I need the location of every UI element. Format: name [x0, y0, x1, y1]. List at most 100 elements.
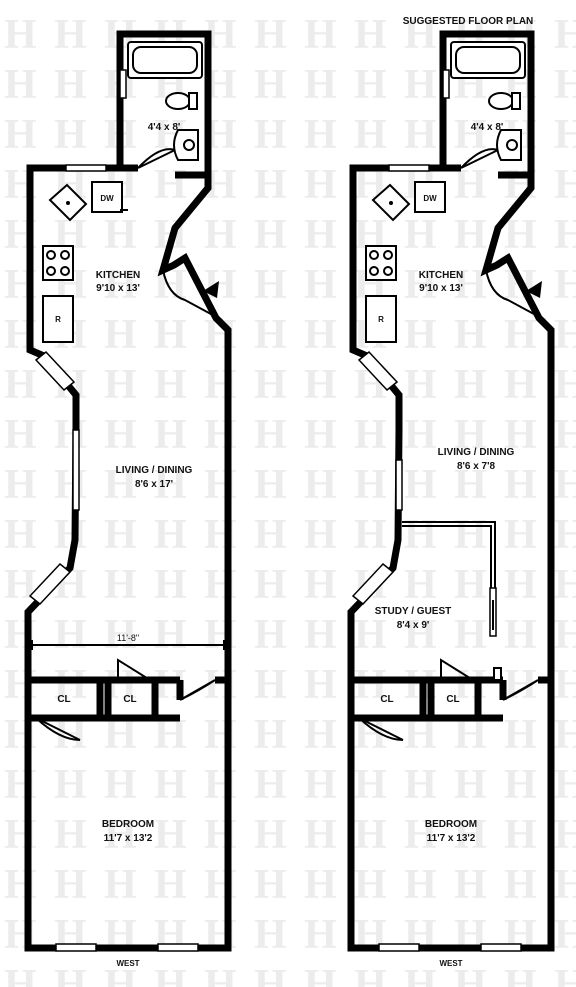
- watermark-glyph: H: [104, 812, 137, 858]
- watermark-glyph: H: [204, 412, 237, 458]
- watermark-glyph: H: [154, 962, 187, 987]
- toilet-tank-icon: [511, 92, 521, 110]
- watermark-glyph: H: [454, 262, 487, 308]
- watermark-glyph: H: [4, 762, 37, 808]
- watermark-glyph: H: [54, 962, 87, 987]
- refrigerator-icon: [42, 295, 74, 343]
- watermark-glyph: H: [404, 512, 437, 558]
- burner-icon: [60, 250, 70, 260]
- watermark-glyph: H: [204, 962, 237, 987]
- watermark-glyph: H: [4, 462, 37, 508]
- watermark-glyph: H: [304, 912, 337, 958]
- watermark-glyph: H: [104, 462, 137, 508]
- watermark-glyph: H: [504, 962, 537, 987]
- watermark-glyph: H: [554, 662, 576, 708]
- watermark-glyph: H: [254, 862, 287, 908]
- living-window: [28, 562, 72, 606]
- burner-icon: [383, 250, 393, 260]
- watermark-glyph: H: [304, 412, 337, 458]
- watermark-glyph: H: [554, 962, 576, 987]
- dimension-label: 11'-8": [117, 633, 139, 643]
- watermark-glyph: H: [54, 62, 87, 108]
- entry-door: [162, 269, 223, 321]
- watermark-glyph: H: [554, 562, 576, 608]
- suggested-floor-plan: DW R CL CL 4'4 x 8' KITCHEN 9'10 x 13' L…: [347, 30, 555, 968]
- bedroom-window: [480, 943, 522, 952]
- watermark-glyph: H: [404, 362, 437, 408]
- toilet-tank-icon: [188, 92, 198, 110]
- watermark-glyph: H: [554, 812, 576, 858]
- closet-walls: [28, 676, 228, 722]
- watermark-glyph: H: [404, 762, 437, 808]
- stove-icon: [42, 245, 74, 281]
- bedroom-window: [378, 943, 420, 952]
- watermark-glyph: H: [104, 612, 137, 658]
- watermark-glyph: H: [304, 12, 337, 58]
- drain-icon: [183, 139, 195, 151]
- orientation-label: WEST: [116, 959, 139, 968]
- watermark-glyph: H: [554, 12, 576, 58]
- watermark-glyph: H: [154, 762, 187, 808]
- dishwasher-label: DW: [100, 194, 114, 203]
- watermark-glyph: H: [404, 212, 437, 258]
- watermark-glyph: H: [404, 562, 437, 608]
- bedroom-door: [179, 679, 216, 701]
- watermark-glyph: H: [254, 112, 287, 158]
- living-window: [395, 459, 403, 511]
- watermark-glyph: H: [154, 162, 187, 208]
- watermark-glyph: H: [204, 762, 237, 808]
- watermark-glyph: H: [404, 962, 437, 987]
- watermark-glyph: H: [204, 512, 237, 558]
- bedroom-dims: 11'7 x 13'2: [427, 833, 476, 844]
- watermark-glyph: H: [504, 462, 537, 508]
- watermark-glyph: H: [54, 662, 87, 708]
- watermark-glyph: H: [354, 112, 387, 158]
- living-window: [72, 429, 80, 511]
- watermark-glyph: H: [554, 462, 576, 508]
- watermark-glyph: H: [54, 112, 87, 158]
- watermark-glyph: H: [4, 362, 37, 408]
- refrigerator-icon: [365, 295, 397, 343]
- watermark-glyph: H: [504, 612, 537, 658]
- watermark-glyph: H: [404, 112, 437, 158]
- watermark-glyph: H: [504, 512, 537, 558]
- watermark-glyph: H: [104, 862, 137, 908]
- bath-dims: 4'4 x 8': [148, 122, 181, 133]
- watermark-glyph: H: [4, 862, 37, 908]
- watermark-glyph: H: [504, 812, 537, 858]
- watermark-glyph: H: [304, 512, 337, 558]
- watermark-glyph: H: [554, 512, 576, 558]
- watermark-glyph: H: [254, 412, 287, 458]
- watermark-glyph: H: [4, 812, 37, 858]
- dishwasher-label: DW: [423, 194, 437, 203]
- watermark-glyph: H: [454, 312, 487, 358]
- watermark-glyph: H: [554, 612, 576, 658]
- watermark-glyph: H: [154, 812, 187, 858]
- entry-arrow-icon: [526, 281, 542, 298]
- watermark-glyph: H: [304, 612, 337, 658]
- watermark-glyph: H: [354, 762, 387, 808]
- watermark-glyph: H: [254, 12, 287, 58]
- watermark-glyph: H: [504, 312, 537, 358]
- watermark-glyph: H: [554, 212, 576, 258]
- closet-label: CL: [380, 694, 393, 705]
- watermark-glyph: H: [454, 412, 487, 458]
- watermark-glyph: H: [204, 212, 237, 258]
- watermark-glyph: H: [354, 512, 387, 558]
- watermark-glyph: H: [304, 462, 337, 508]
- watermark-glyph: H: [204, 462, 237, 508]
- watermark-glyph: H: [304, 812, 337, 858]
- bath-window: [442, 69, 450, 99]
- watermark-glyph: H: [54, 412, 87, 458]
- burner-icon: [369, 250, 379, 260]
- toilet-icon: [488, 92, 514, 110]
- watermark-glyph: H: [254, 712, 287, 758]
- watermark-glyph: H: [354, 662, 387, 708]
- watermark-glyph: H: [454, 462, 487, 508]
- bath-partition: [439, 34, 461, 172]
- bath-window: [119, 69, 127, 99]
- bath-dims: 4'4 x 8': [471, 122, 504, 133]
- plan-title: SUGGESTED FLOOR PLAN: [403, 16, 534, 27]
- watermark-glyph: H: [304, 562, 337, 608]
- watermark-glyph: H: [354, 62, 387, 108]
